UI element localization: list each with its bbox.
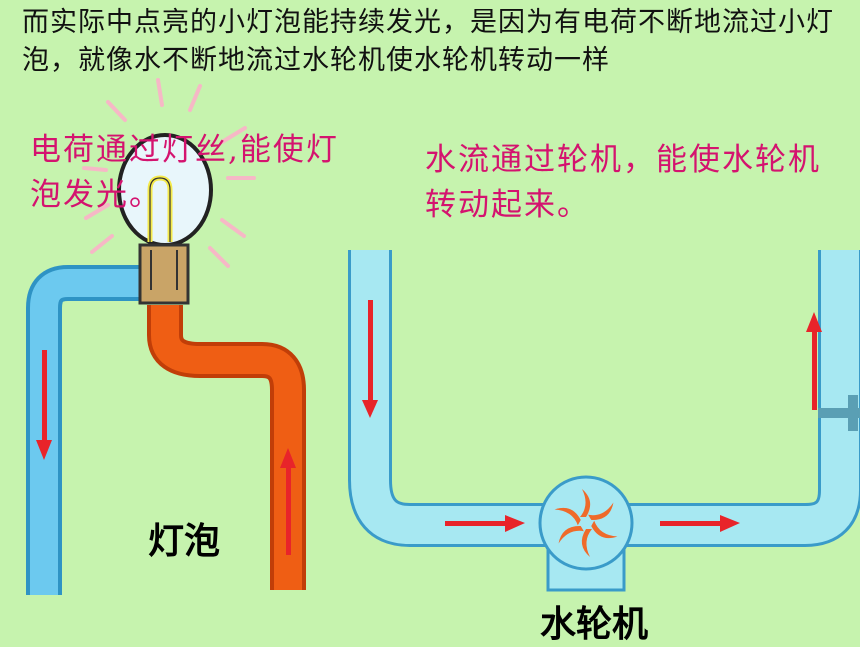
intro-text: 而实际中点亮的小灯泡能持续发光，是因为有电荷不断地流过小灯泡，就像水不断地流过水… xyxy=(22,7,834,76)
water-wheel-icon xyxy=(538,475,634,592)
light-bulb-icon xyxy=(117,133,213,305)
water-wheel-label: 水轮机 xyxy=(540,604,649,645)
flow-arrow-icon xyxy=(280,448,296,555)
flow-arrow-icon xyxy=(36,350,52,460)
flow-arrow-icon xyxy=(806,312,822,410)
blue-wire xyxy=(26,265,148,595)
flow-arrow-icon xyxy=(445,515,525,532)
tap-icon xyxy=(818,395,860,431)
bulb-caption: 电荷通过灯丝,能使灯泡发光。 xyxy=(30,132,339,213)
water-circuit xyxy=(348,250,860,592)
flow-arrow-icon xyxy=(660,515,740,532)
wheel-caption: 水流通过轮机，能使水轮机转动起来。 xyxy=(425,142,821,223)
flow-arrow-icon xyxy=(362,300,378,418)
bulb-glow-rays xyxy=(82,78,256,268)
bulb-label: 灯泡 xyxy=(148,521,221,562)
bulb-circuit xyxy=(26,78,306,595)
